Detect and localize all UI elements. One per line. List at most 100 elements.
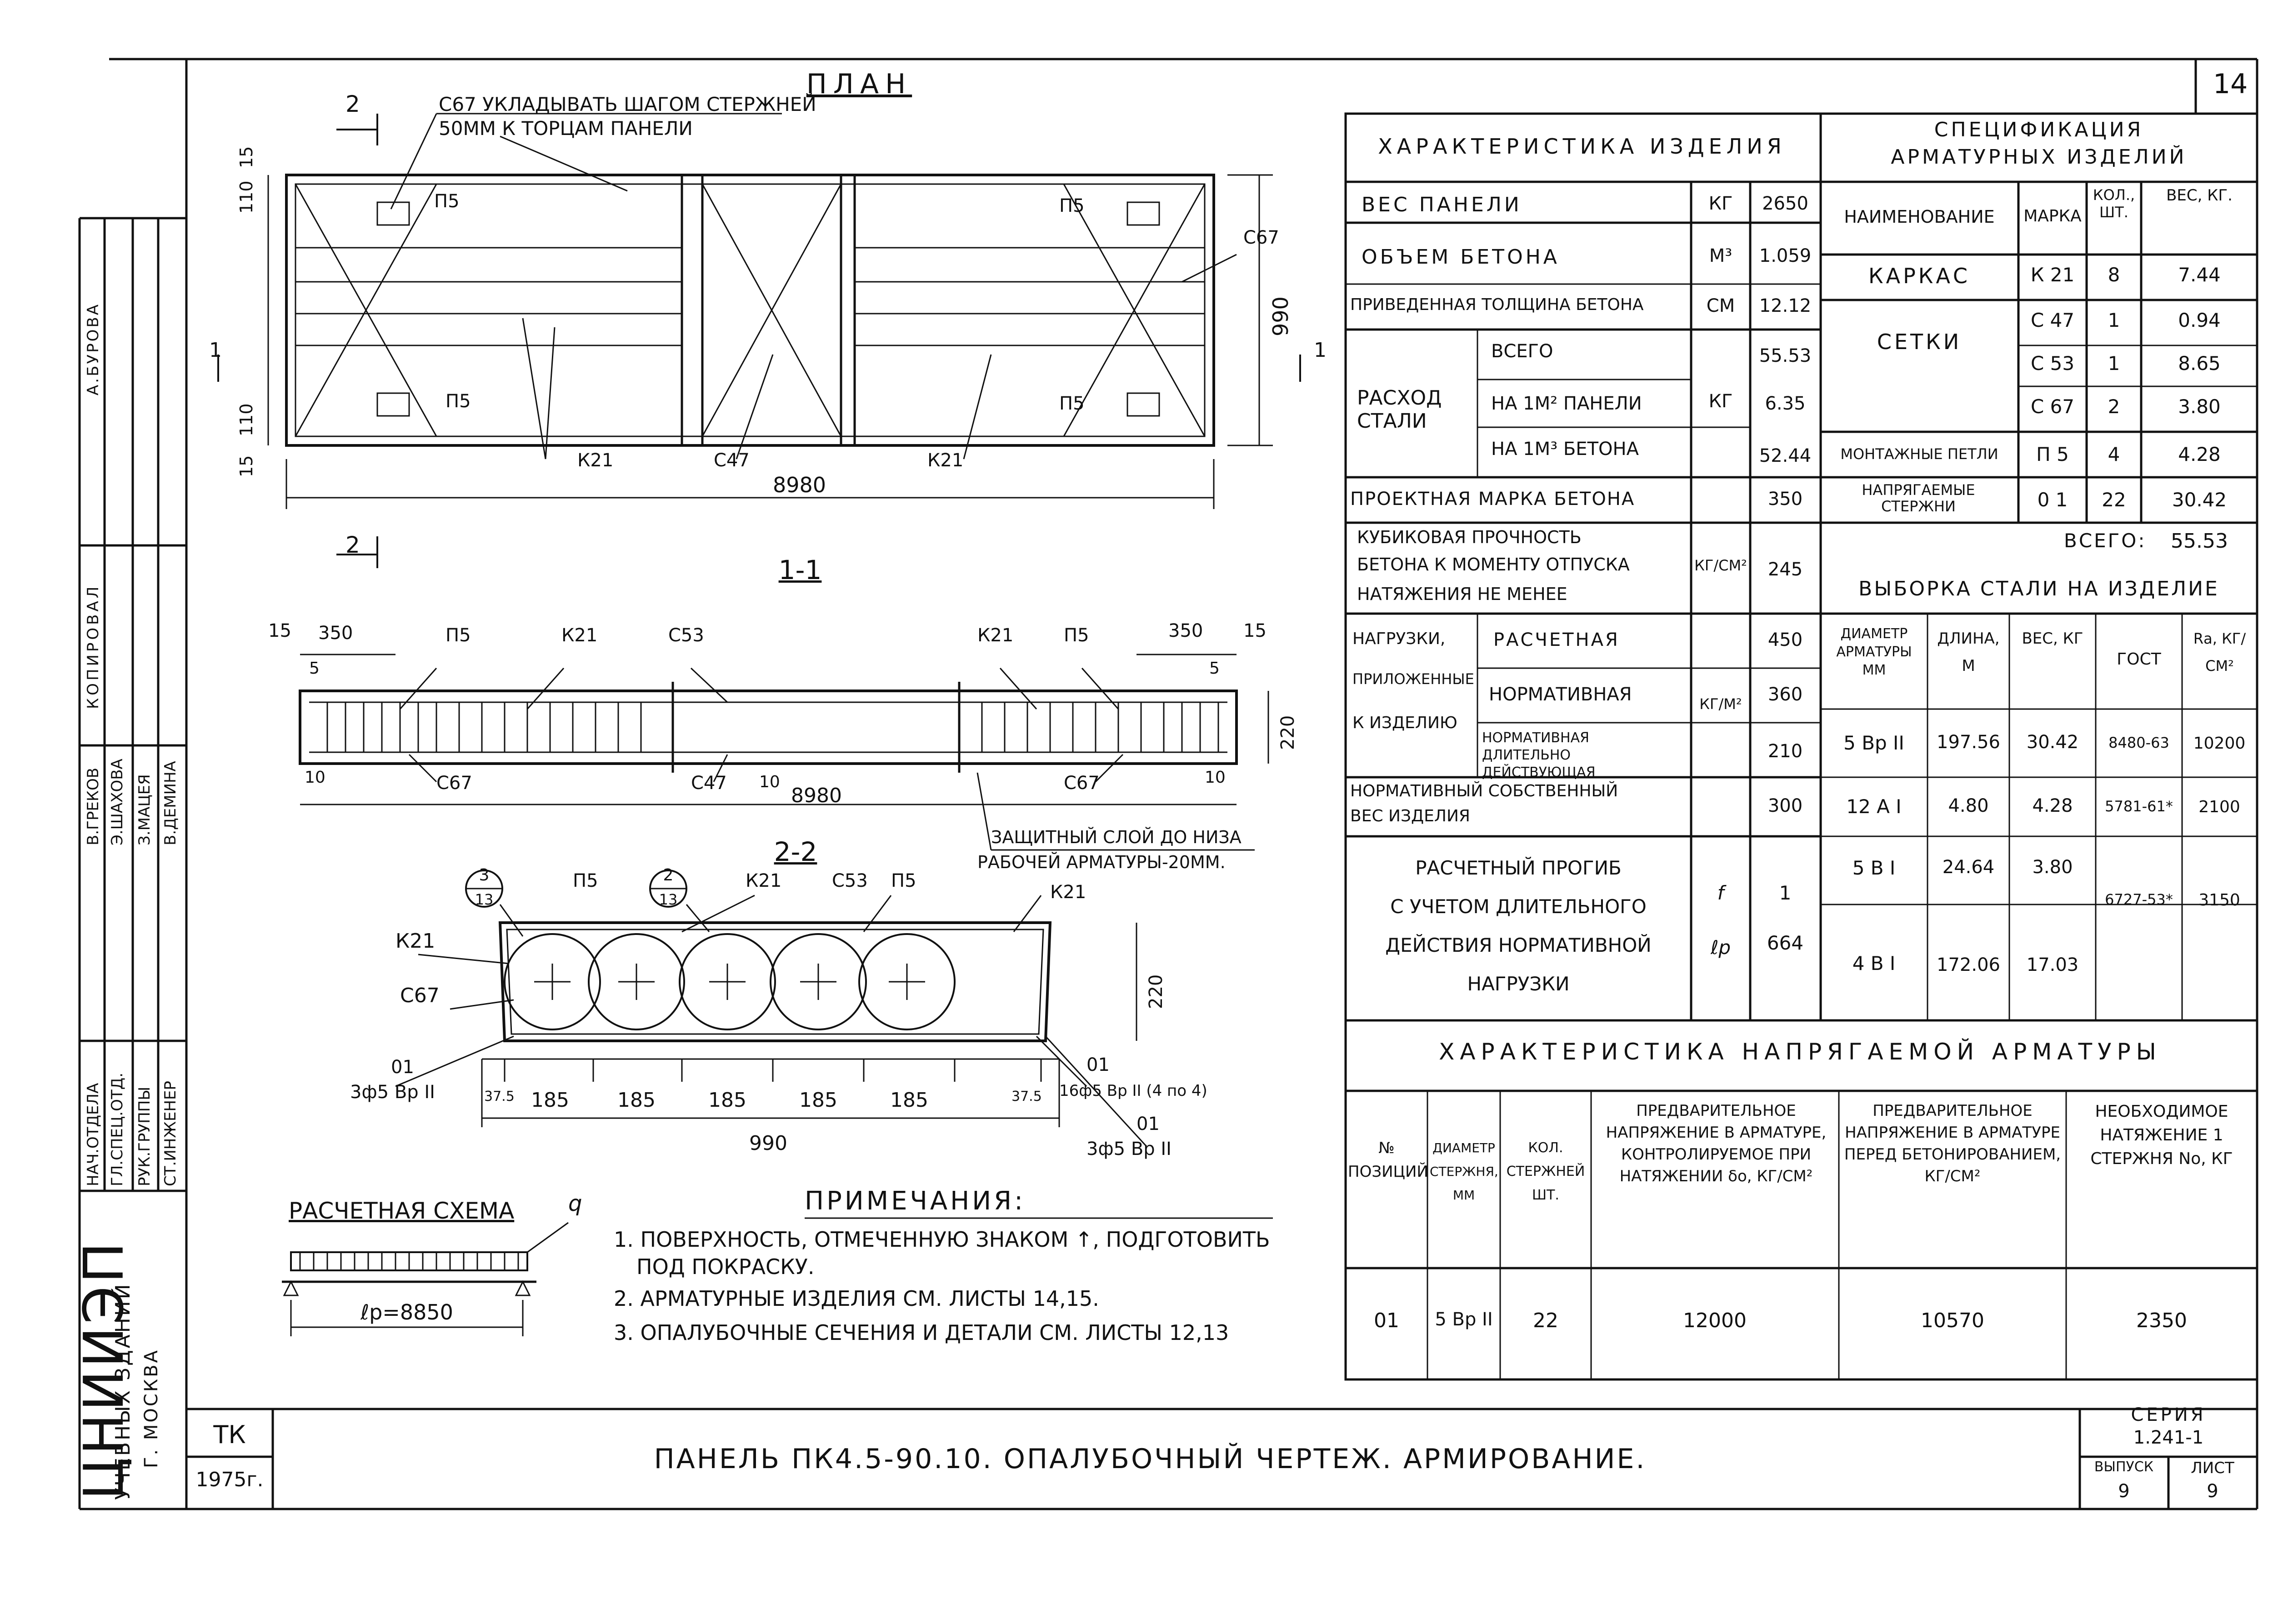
s11-dim-10-mid: 10 bbox=[759, 773, 780, 791]
stamp-role-3: РУК.ГРУППЫ bbox=[135, 1086, 154, 1186]
s22-dim-185-3: 185 bbox=[708, 1089, 746, 1112]
deflection-unit-den: ℓр bbox=[1710, 936, 1731, 959]
steel-row1-len: 197.56 bbox=[1937, 732, 2000, 753]
s11-cover-note-line1: ЗАЩИТНЫЙ СЛОЙ ДО НИЗА bbox=[991, 827, 1242, 847]
steel-row3-gost: 6727-53* bbox=[2105, 891, 2173, 908]
own-weight-value: 300 bbox=[1767, 795, 1803, 816]
spec-header-name: НАИМЕНОВАНИЕ bbox=[1844, 207, 1995, 227]
deflection-line1: РАСЧЕТНЫЙ ПРОГИБ bbox=[1415, 857, 1622, 879]
steel-row2-len: 4.80 bbox=[1948, 795, 1989, 816]
steel-unit: КГ bbox=[1708, 391, 1733, 412]
plan-note-line1: С67 УКЛАДЫВАТЬ ШАГОМ СТЕРЖНЕЙ bbox=[439, 93, 816, 115]
s11-label-p5-left: П5 bbox=[446, 625, 471, 646]
steel-table-title: ВЫБОРКА СТАЛИ НА ИЗДЕЛИЕ bbox=[1858, 577, 2219, 600]
s22-label-c67: С67 bbox=[400, 984, 440, 1007]
stamp-org-city: Г. МОСКВА bbox=[141, 1349, 162, 1468]
spec-row-c67-mark: С 67 bbox=[2030, 395, 2075, 418]
s22-dim-185-1: 185 bbox=[531, 1089, 569, 1112]
s11-label-p5-right: П5 bbox=[1064, 625, 1089, 646]
spec-row-k21-qty: 8 bbox=[2108, 264, 2120, 286]
spec-row-c67-qty: 2 bbox=[2108, 395, 2120, 418]
s22-label-01-bottom: 01 bbox=[1136, 1114, 1160, 1134]
load-long-value: 210 bbox=[1767, 741, 1803, 762]
cube-line1: КУБИКОВАЯ ПРОЧНОСТЬ bbox=[1357, 527, 1582, 547]
section-mark-top: 2 bbox=[345, 91, 360, 117]
cube-line3: НАТЯЖЕНИЯ НЕ МЕНЕЕ bbox=[1357, 584, 1567, 604]
s11-dim-length: 8980 bbox=[791, 784, 842, 807]
steel-header-diameter: ДИАМЕТР АРМАТУРЫ ММ bbox=[1836, 626, 1912, 678]
load-design-value: 450 bbox=[1767, 630, 1803, 650]
notes-title: ПРИМЕЧАНИЯ: bbox=[805, 1186, 1026, 1216]
steel-row2-ra: 2100 bbox=[2198, 798, 2240, 816]
prestress-row-pos: 01 bbox=[1374, 1309, 1399, 1332]
spec-row-meshes-name: СЕТКИ bbox=[1877, 330, 1962, 354]
s22-label-p5-right: П5 bbox=[891, 870, 916, 891]
s11-dim-350-left: 350 bbox=[318, 623, 353, 644]
plan-label-p5-br: П5 bbox=[1059, 393, 1085, 414]
prestress-header-stress2: ПРЕДВАРИТЕЛЬНОЕ НАПРЯЖЕНИЕ В АРМАТУРЕ ПЕ… bbox=[1844, 1102, 2061, 1185]
s22-callout-2-num: 2 bbox=[663, 866, 674, 884]
stamp-name-4: В.ДЕМИНА bbox=[161, 761, 180, 845]
steel-row4-d: 4 В I bbox=[1852, 952, 1896, 974]
spec-row-c53-qty: 1 bbox=[2108, 352, 2120, 375]
s22-label-k21-top: К21 bbox=[746, 870, 782, 891]
deflection-line4: НАГРУЗКИ bbox=[1467, 973, 1570, 995]
spec-title2: АРМАТУРНЫХ ИЗДЕЛИЙ bbox=[1891, 145, 2187, 169]
deflection-line3: ДЕЙСТВИЯ НОРМАТИВНОЙ bbox=[1385, 934, 1652, 956]
s11-label-c47: С47 bbox=[691, 773, 727, 794]
steel-row4-len: 172.06 bbox=[1937, 954, 2000, 975]
spec-row-c67-weight: 3.80 bbox=[2178, 395, 2221, 418]
s22-label-k21-right: К21 bbox=[1050, 882, 1086, 903]
steel-total-value: 55.53 bbox=[1759, 345, 1812, 366]
plan-label-k21-left: К21 bbox=[577, 450, 614, 471]
prestress-header-diameter: ДИАМЕТР СТЕРЖНЯ, ММ bbox=[1430, 1140, 1498, 1203]
s11-label-k21-right: К21 bbox=[977, 625, 1014, 646]
plan-label-c47: С47 bbox=[714, 450, 750, 471]
stamp-year: 1975г. bbox=[195, 1468, 264, 1491]
stamp-name-3: З.МАЦЕЯ bbox=[135, 774, 154, 845]
spec-row-01-weight: 30.42 bbox=[2172, 489, 2227, 511]
spec-header-qty: КОЛ., ШТ. bbox=[2093, 186, 2135, 221]
spec-header-mark: МАРКА bbox=[2023, 207, 2082, 225]
s22-dim-185-4: 185 bbox=[799, 1089, 837, 1112]
s11-cover-note-line2: РАБОЧЕЙ АРМАТУРЫ-20ММ. bbox=[977, 852, 1226, 872]
spec-header-weight: ВЕС, КГ. bbox=[2166, 186, 2233, 205]
s22-label-01-left: 01 bbox=[391, 1057, 414, 1078]
loads-unit: КГ/М² bbox=[1699, 695, 1742, 713]
prestress-row-s2: 10570 bbox=[1921, 1309, 1984, 1332]
char-row-volume-name: ОБЪЕМ БЕТОНА bbox=[1362, 245, 1560, 269]
cube-unit: КГ/СМ² bbox=[1694, 557, 1747, 574]
prestress-row-d: 5 Вр II bbox=[1435, 1309, 1493, 1330]
cube-value: 245 bbox=[1767, 559, 1803, 580]
s22-dim-375-left: 37.5 bbox=[484, 1089, 515, 1104]
s22-rebar-right: 3ф5 Вр II bbox=[1086, 1139, 1172, 1159]
stamp-copied-label: КОПИРОВАЛ bbox=[84, 584, 102, 709]
section-2-2-title: 2-2 bbox=[774, 836, 817, 867]
section-mark-bottom: 2 bbox=[345, 532, 360, 558]
load-design-name: РАСЧЕТНАЯ bbox=[1493, 630, 1620, 650]
deflection-value-num: 1 bbox=[1779, 882, 1792, 904]
s22-label-01-right: 01 bbox=[1086, 1054, 1110, 1075]
note-1-cont: ПОД ПОКРАСКУ. bbox=[636, 1254, 815, 1279]
loads-line2: ПРИЛОЖЕННЫЕ bbox=[1352, 670, 1474, 688]
deflection-line2: С УЧЕТОМ ДЛИТЕЛЬНОГО bbox=[1390, 895, 1647, 918]
spec-row-c47-mark: С 47 bbox=[2030, 309, 2075, 331]
steel-row1-gost: 8480-63 bbox=[2108, 734, 2169, 751]
steel-row2-gost: 5781-61* bbox=[2105, 798, 2173, 815]
s11-dim-10-right: 10 bbox=[1205, 768, 1226, 787]
plan-dim-length: 8980 bbox=[773, 473, 826, 497]
char-row-thickness-value: 12.12 bbox=[1759, 295, 1812, 316]
steel-per-m3-value: 52.44 bbox=[1759, 445, 1812, 466]
sheet-value: 9 bbox=[2207, 1481, 2218, 1502]
drawing-title: ПАНЕЛЬ ПК4.5-90.10. ОПАЛУБОЧНЫЙ ЧЕРТЕЖ. … bbox=[654, 1443, 1647, 1475]
char-table-title: ХАРАКТЕРИСТИКА ИЗДЕЛИЯ bbox=[1378, 134, 1786, 159]
prestress-row-qty: 22 bbox=[1533, 1309, 1558, 1332]
calc-scheme-load: q bbox=[568, 1191, 582, 1216]
grade-value: 350 bbox=[1767, 489, 1803, 510]
char-row-weight-value: 2650 bbox=[1762, 193, 1808, 214]
prestress-header-qty: КОЛ. СТЕРЖНЕЙ ШТ. bbox=[1506, 1140, 1585, 1203]
steel-header-ra: Rа, КГ/СМ² bbox=[2193, 630, 2246, 675]
load-normative-name: НОРМАТИВНАЯ bbox=[1489, 684, 1632, 705]
s22-label-c53: С53 bbox=[832, 870, 868, 891]
